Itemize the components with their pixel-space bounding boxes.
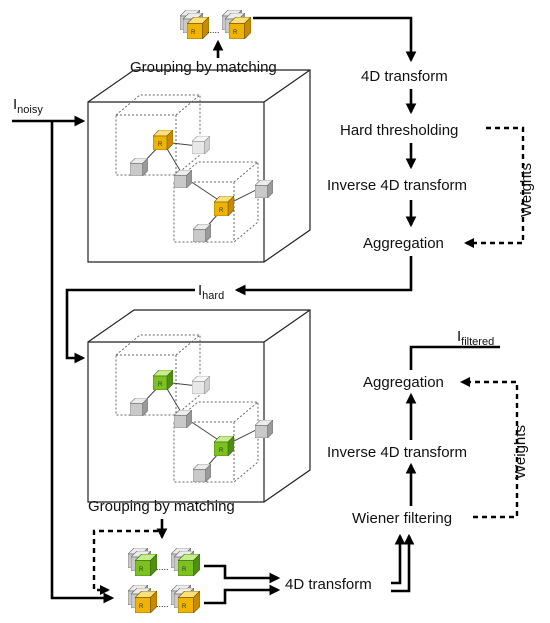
stage2-ref-patch-mark: R: [158, 382, 163, 388]
stage2-output-arrow: [409, 345, 500, 370]
stage1-stack-right-mark: R: [233, 30, 238, 36]
stage2-green-to-4d: [204, 564, 281, 584]
stage2-yellow-stack-left: R: [128, 585, 157, 613]
stage2-step-wiener: Wiener filtering: [352, 510, 452, 527]
stage2-step-4d-transform: 4D transform: [285, 576, 372, 593]
stage2-guide-dashed: [92, 529, 158, 596]
stage2-output-label: Ifiltered: [457, 328, 494, 348]
stage1-output-label: Ihard: [198, 282, 224, 302]
stage1-weights-label: Weights: [518, 163, 535, 217]
stage2-green-right-mark: R: [182, 567, 187, 573]
stage2-yellow-stack-right: R: [171, 585, 200, 613]
stage1-step-hard-thresholding: Hard thresholding: [340, 122, 458, 139]
stage1-stack-right: R: [222, 10, 251, 39]
stage1-step-inverse-4d: Inverse 4D transform: [327, 177, 467, 194]
stage1-to-4d-arrow: [253, 16, 417, 63]
stage2-ref-patch-mark-2: R: [219, 448, 224, 454]
stage1-stack-dots: .....: [207, 25, 220, 35]
input-to-stage2-arrow: [50, 121, 115, 604]
stage1-to-stage2-arrow: [65, 288, 195, 364]
input-label: Inoisy: [13, 96, 43, 116]
stage1-ref-patch-mark: R: [158, 142, 163, 148]
stage1-output-arrow: [234, 256, 413, 296]
stage2-4d-to-wiener-2: [391, 533, 415, 593]
stage2-yellow-right-mark: R: [182, 604, 187, 610]
stage2-green-stack-left: R: [128, 548, 157, 576]
stage2-green-stack-right: R: [171, 548, 200, 576]
stage2-green-left-mark: R: [139, 567, 144, 573]
stage2-yellow-dots: .....: [156, 599, 169, 609]
stage1-volume: R R: [87, 69, 311, 263]
stage2-step-inverse-4d: Inverse 4D transform: [327, 444, 467, 461]
stage1-step-aggregation: Aggregation: [363, 235, 444, 252]
stage1-stack-left-mark: R: [191, 30, 196, 36]
stage2-grouping-label: Grouping by matching: [88, 498, 235, 515]
stage2-weights-label: Weights: [512, 425, 529, 479]
stage2-green-dots: .....: [156, 562, 169, 572]
stage1-ref-patch-mark-2: R: [219, 208, 224, 214]
stage1-stack-left: R: [180, 10, 209, 39]
stage2-yellow-left-mark: R: [139, 604, 144, 610]
stage1-weights-loop: [463, 126, 525, 249]
stage1-grouping-label: Grouping by matching: [130, 59, 277, 76]
stage2-volume: R R: [87, 309, 311, 503]
stage2-weights-loop: [459, 376, 519, 519]
stage2-4d-to-wiener-1: [391, 533, 406, 585]
stage1-step-4d-transform: 4D transform: [361, 68, 448, 85]
stage2-step-aggregation: Aggregation: [363, 374, 444, 391]
stage2-yellow-to-4d: [204, 584, 281, 605]
